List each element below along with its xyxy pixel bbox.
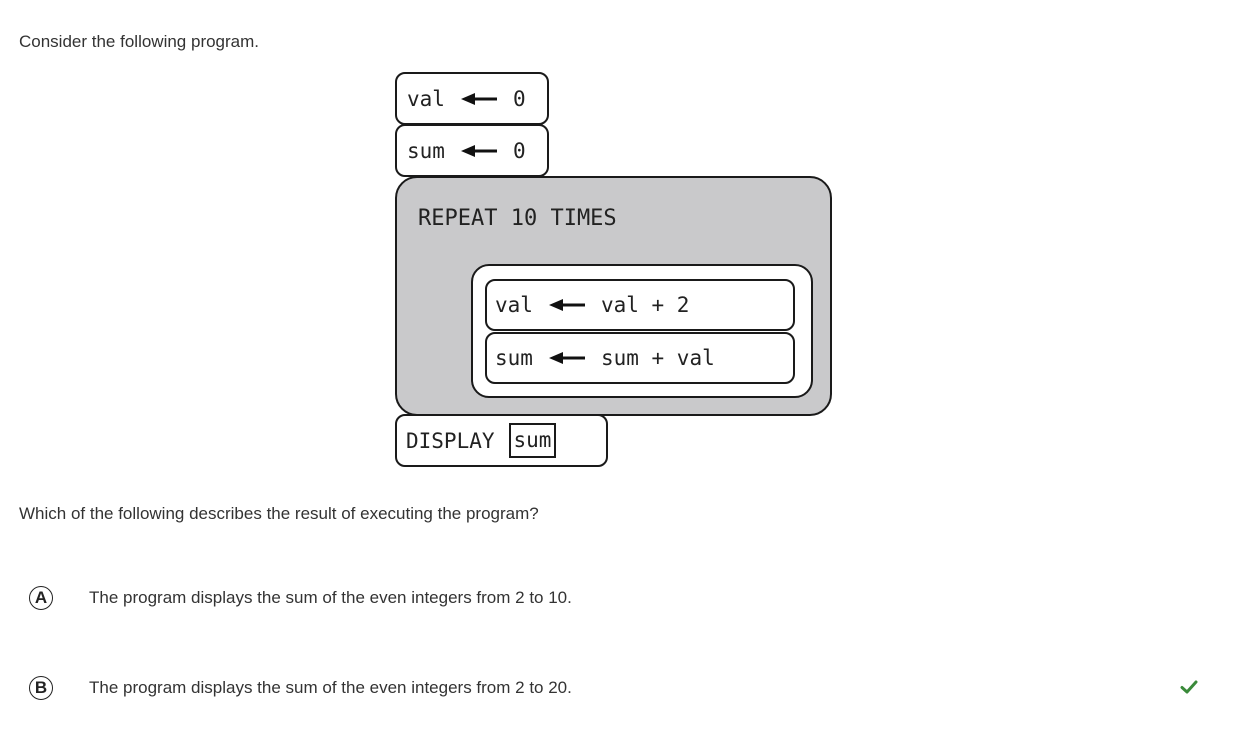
- repeat-label: REPEAT 10 TIMES: [418, 206, 617, 231]
- question-intro: Consider the following program.: [19, 32, 260, 51]
- left-arrow-icon: [460, 92, 497, 105]
- code-block-sum-init: sum 0: [395, 124, 549, 177]
- code-block-display: DISPLAY sum: [395, 414, 608, 467]
- choice-letter-badge[interactable]: A: [29, 586, 53, 610]
- assign-target: sum: [495, 346, 533, 370]
- code-block-sum-update: sum sum + val: [485, 332, 795, 384]
- choice-text: The program displays the sum of the even…: [89, 588, 572, 607]
- assign-expression: sum + val: [600, 346, 715, 370]
- assign-value: 0: [512, 86, 526, 111]
- display-keyword: DISPLAY: [406, 428, 495, 453]
- left-arrow-icon: [548, 352, 585, 364]
- choice-letter-badge[interactable]: B: [29, 676, 53, 700]
- repeat-block: REPEAT 10 TIMES val val + 2 sum sum + va…: [395, 176, 832, 416]
- answer-choice-b[interactable]: B The program displays the sum of the ev…: [28, 675, 1208, 705]
- answer-choice-a[interactable]: A The program displays the sum of the ev…: [28, 585, 1208, 615]
- choice-text: The program displays the sum of the even…: [89, 678, 572, 697]
- assign-target: val: [407, 86, 445, 111]
- assign-expression: val + 2: [600, 293, 690, 317]
- assign-value: 0: [512, 138, 526, 163]
- display-argument: sum: [508, 423, 557, 458]
- left-arrow-icon: [548, 299, 585, 311]
- code-block-val-update: val val + 2: [485, 279, 795, 331]
- question-prompt: Which of the following describes the res…: [19, 504, 539, 523]
- repeat-body: val val + 2 sum sum + val: [471, 264, 813, 398]
- assign-target: val: [495, 293, 533, 317]
- code-block-val-init: val 0: [395, 72, 549, 125]
- checkmark-icon: [1180, 680, 1198, 694]
- left-arrow-icon: [460, 144, 497, 157]
- assign-target: sum: [407, 138, 445, 163]
